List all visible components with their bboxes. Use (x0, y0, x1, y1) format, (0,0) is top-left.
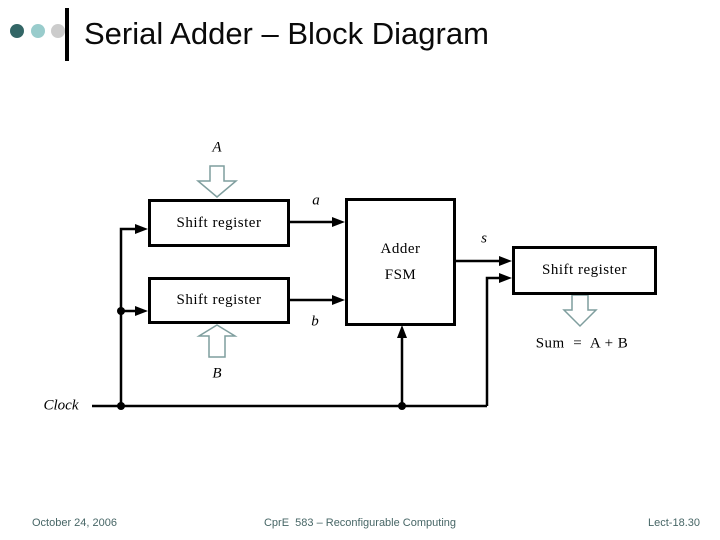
signal-label-A: A (212, 139, 222, 156)
clock-branch-srsum-wire (485, 276, 499, 406)
clock-branch-left-wire (119, 227, 135, 406)
arrowhead-clock-into-srsum-icon (499, 273, 512, 283)
arrowhead-clock-into-sra-icon (135, 224, 148, 234)
adder-fsm-label-line1: Adder (380, 241, 421, 257)
title-divider-bar (65, 8, 69, 61)
junction-dot (398, 402, 406, 410)
signal-label-B: B (212, 365, 222, 382)
input-b-hollow-arrow-icon (196, 324, 238, 358)
bullet-dot-light-teal-icon (31, 24, 45, 38)
shift-register-b-label: Shift register (176, 292, 262, 308)
shift-register-sum-label: Shift register (542, 262, 627, 278)
bullet-dot-dark-teal-icon (10, 24, 24, 38)
footer-course: CprE 583 – Reconfigurable Computing (263, 517, 457, 529)
clock-label: Clock (43, 397, 79, 414)
wire-label-b: b (311, 313, 319, 330)
shift-register-a-label: Shift register (176, 214, 262, 231)
bullet-dot-gray-icon (51, 24, 65, 38)
input-a-hollow-arrow-icon (195, 165, 239, 198)
sum-output-hollow-arrow-icon (562, 294, 598, 328)
arrowhead-clock-into-fsm-icon (397, 325, 407, 338)
arrowhead-b-into-fsm-icon (332, 295, 345, 305)
arrowhead-s-into-srsum-icon (499, 256, 512, 266)
shift-register-b-box: Shift register (148, 277, 290, 324)
shift-register-sum-box: Shift register (512, 246, 657, 295)
adder-fsm-box: Adder FSM (345, 198, 456, 326)
arrowhead-a-into-fsm-icon (332, 217, 345, 227)
shift-register-a-box: Shift register (148, 199, 290, 247)
sum-equation-label: Sum = A + B (535, 335, 629, 352)
footer-lecture-number: Lect-18.30 (648, 517, 700, 529)
wire-label-a: a (312, 192, 320, 209)
wire-label-s: s (481, 230, 487, 247)
junction-dot (117, 402, 125, 410)
adder-fsm-label-line2: FSM (384, 267, 417, 283)
slide-title: Serial Adder – Block Diagram (84, 16, 489, 51)
footer-date: October 24, 2006 (32, 517, 118, 529)
arrowhead-clock-into-srb-icon (135, 306, 148, 316)
junction-dot (117, 307, 125, 315)
